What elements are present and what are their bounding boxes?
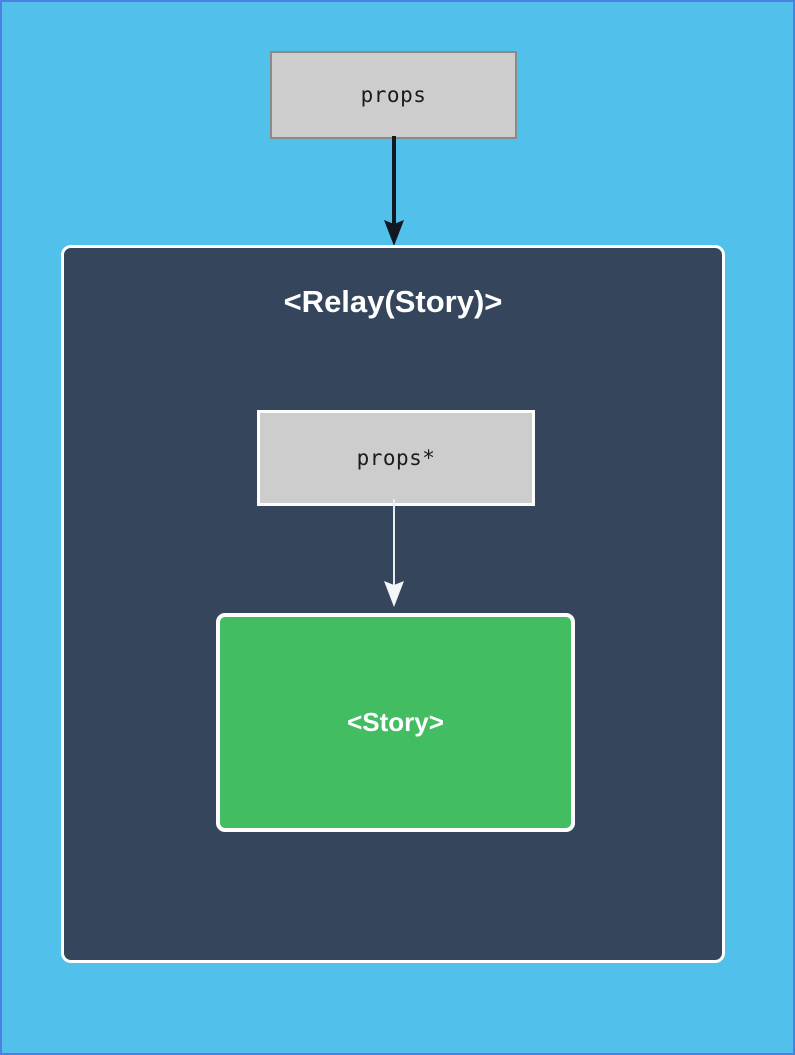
edge-props-to-relay [384,136,404,246]
node-relay-container-label: <Relay(Story)> [283,284,503,319]
node-props-outer[interactable]: props [270,51,517,139]
node-props-inner[interactable]: props* [257,410,535,506]
node-story-label: <Story> [347,707,444,737]
node-story[interactable]: <Story> [216,613,575,832]
node-props-outer-label: props [360,83,427,107]
node-props-inner-label: props* [356,446,436,470]
node-relay-container[interactable]: <Relay(Story)> props* <Story> [61,245,725,963]
